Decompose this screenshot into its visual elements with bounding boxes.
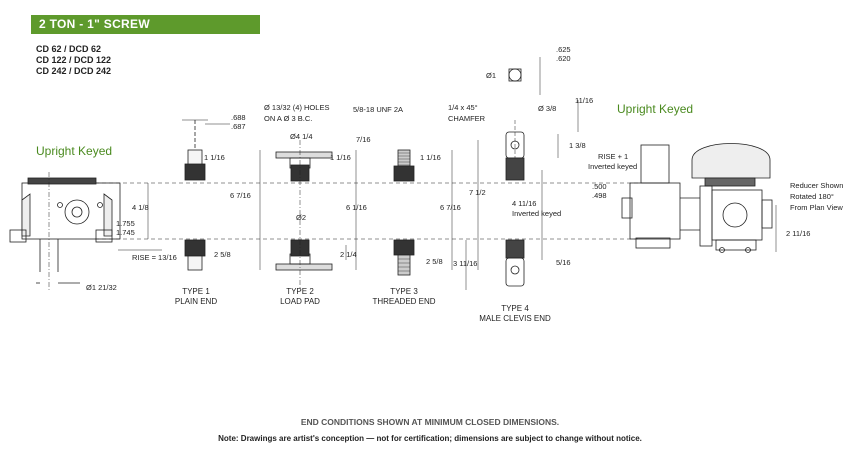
caption-type1: TYPE 1 PLAIN END bbox=[166, 287, 226, 307]
caption-type4-line1: TYPE 4 bbox=[501, 304, 529, 313]
caption-type2-line1: TYPE 2 bbox=[286, 287, 314, 296]
holes-label: Ø 13/32 (4) HOLES bbox=[264, 103, 330, 112]
dim-5-16: 5/16 bbox=[556, 258, 571, 267]
chamfer-label-2: CHAMFER bbox=[448, 114, 486, 123]
holes-bc-label: ON A Ø 3 B.C. bbox=[264, 114, 313, 123]
reducer-note-2: Rotated 180° bbox=[790, 192, 834, 201]
dim-7-16: 7/16 bbox=[356, 135, 371, 144]
dim-2-5-8-b: 2 5/8 bbox=[426, 257, 443, 266]
dim-2-11-16: 2 11/16 bbox=[786, 229, 811, 238]
page-title: 2 TON - 1" SCREW bbox=[31, 15, 260, 34]
dim-6-7-16-b: 6 7/16 bbox=[440, 203, 461, 212]
end-conditions-note: END CONDITIONS SHOWN AT MINIMUM CLOSED D… bbox=[300, 417, 560, 427]
inverted-keyed-label: Inverted keyed bbox=[512, 209, 562, 218]
type1-plain-end bbox=[182, 119, 208, 271]
caption-type3: TYPE 3 THREADED END bbox=[366, 287, 442, 307]
type2-load-pad bbox=[275, 140, 333, 290]
dim-4-1-4: Ø4 1/4 bbox=[290, 132, 313, 141]
model-line-2: CD 122 / DCD 122 bbox=[36, 55, 112, 65]
dim-1-1-16-a: 1 1/16 bbox=[204, 153, 225, 162]
dim-688: .688 bbox=[231, 113, 246, 122]
left-jack-body bbox=[9, 172, 121, 290]
caption-type2-line2: LOAD PAD bbox=[280, 297, 320, 306]
dim-6-1-16: 6 1/16 bbox=[346, 203, 367, 212]
dim-3-11-16: 3 11/16 bbox=[453, 259, 478, 268]
dim-1-1-16-b: 1 1/16 bbox=[330, 153, 351, 162]
model-line-1: CD 62 / DCD 62 bbox=[36, 44, 102, 54]
upright-keyed-right-label: Upright Keyed bbox=[617, 102, 694, 116]
dim-2-5-8-a: 2 5/8 bbox=[214, 250, 231, 259]
dim-diameter-2: Ø2 bbox=[296, 213, 307, 222]
dim-500: .500 bbox=[592, 182, 607, 191]
dim-diameter-1-21-32: Ø1 21/32 bbox=[86, 283, 117, 292]
dim-498: .498 bbox=[592, 191, 607, 200]
type4-clevis-end bbox=[505, 68, 525, 287]
dim-687: .687 bbox=[231, 122, 246, 131]
disclaimer-note: Note: Drawings are artist's conception —… bbox=[218, 434, 642, 443]
thread-label: 5/8-18 UNF 2A bbox=[353, 105, 404, 114]
dim-1755: 1.755 bbox=[116, 219, 135, 228]
dim-diameter-1: Ø1 bbox=[486, 71, 497, 80]
dim-11-16: 11/16 bbox=[575, 96, 594, 105]
dim-620: .620 bbox=[556, 54, 571, 63]
caption-type2: TYPE 2 LOAD PAD bbox=[270, 287, 330, 307]
caption-type1-line1: TYPE 1 bbox=[182, 287, 210, 296]
dim-625: .625 bbox=[556, 45, 571, 54]
reducer-note-1: Reducer Shown bbox=[790, 181, 844, 190]
dim-2-1-4: 2 1/4 bbox=[340, 250, 357, 259]
caption-type1-line2: PLAIN END bbox=[174, 297, 218, 306]
upright-keyed-left-label: Upright Keyed bbox=[36, 144, 113, 158]
rise-inverted-keyed-label: Inverted keyed bbox=[588, 162, 638, 171]
dim-6-7-16-a: 6 7/16 bbox=[230, 191, 251, 200]
dim-1745: 1.745 bbox=[116, 228, 135, 237]
caption-type3-line1: TYPE 3 bbox=[390, 287, 418, 296]
caption-type4: TYPE 4 MALE CLEVIS END bbox=[470, 304, 560, 324]
dimension-lines bbox=[118, 57, 777, 290]
right-jack-assembly bbox=[621, 143, 773, 253]
rise-plus-1-label: RISE + 1 bbox=[598, 152, 629, 161]
type3-threaded-end bbox=[393, 149, 415, 276]
dim-1-3-8: 1 3/8 bbox=[569, 141, 586, 150]
chamfer-label-1: 1/4 x 45° bbox=[448, 103, 478, 112]
dim-1-1-16-c: 1 1/16 bbox=[420, 153, 441, 162]
model-line-3: CD 242 / DCD 242 bbox=[36, 66, 112, 76]
dim-4-11-16: 4 11/16 bbox=[512, 199, 537, 208]
dim-7-1-2: 7 1/2 bbox=[469, 188, 486, 197]
caption-type3-line2: THREADED END bbox=[372, 297, 436, 306]
dim-diameter-3-8: Ø 3/8 bbox=[538, 104, 557, 113]
caption-type4-line2: MALE CLEVIS END bbox=[479, 314, 551, 323]
rise-13-16-label: RISE = 13/16 bbox=[132, 253, 177, 262]
dim-4-1-8: 4 1/8 bbox=[132, 203, 149, 212]
reducer-note-3: From Plan View bbox=[790, 203, 843, 212]
